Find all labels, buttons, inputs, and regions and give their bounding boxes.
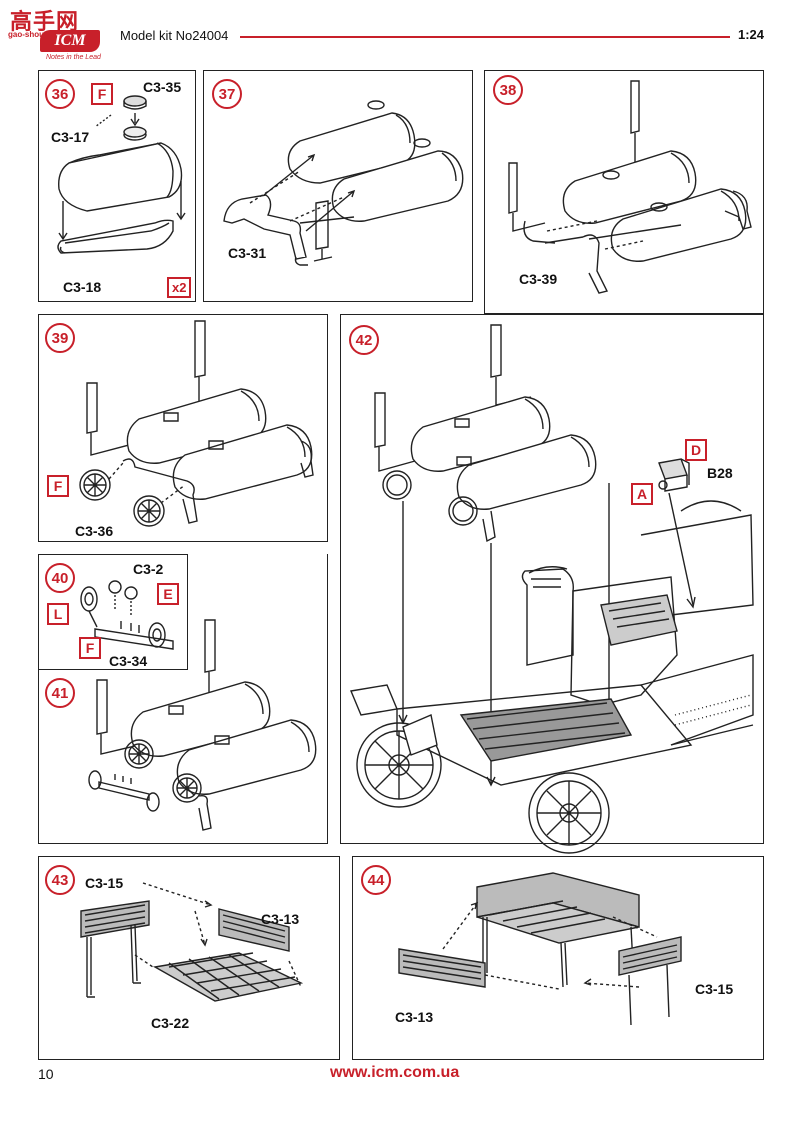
step-42-letter-d: D	[685, 439, 707, 461]
scale-label: 1:24	[738, 27, 765, 42]
step-36-number: 36	[45, 79, 75, 109]
part-c3-17: C3-17	[51, 129, 90, 145]
step-43-number: 43	[45, 865, 75, 895]
step-43-panel: 43 C3-15 C3-13 C3-22	[38, 856, 340, 1060]
part-c3-36: C3-36	[75, 523, 114, 539]
step-42-panel: 42 D B28 A	[340, 314, 764, 844]
watermark-url: gao-shou.com	[8, 30, 63, 39]
step-37-panel: 37 C3-31	[203, 70, 473, 302]
step-40-letter-f: F	[79, 637, 101, 659]
part-c3-34: C3-34	[109, 653, 148, 669]
website-link[interactable]: www.icm.com.ua	[330, 1064, 460, 1081]
brand-name: ICM	[54, 32, 86, 49]
watermark-logo: 高手网 gao-shou.com ICM Notes in the Lead	[6, 4, 102, 64]
header-rule	[240, 36, 730, 38]
tank-with-wheels-diagram	[39, 315, 329, 543]
step-38-panel: 38 C3-39	[484, 70, 764, 314]
luggage-rack-diagram	[39, 857, 341, 1061]
model-kit-label: Model kit No24004	[120, 28, 229, 43]
watermark-title: 高手网	[10, 9, 80, 34]
fuel-pipe-diagram	[39, 555, 189, 671]
page-number: 10	[38, 1066, 54, 1082]
step-39-number: 39	[45, 323, 75, 353]
part-c3-18: C3-18	[63, 279, 102, 295]
rack-walls-diagram	[353, 857, 765, 1061]
step-39-panel: 39 F C3-36	[38, 314, 328, 542]
part-c3-22: C3-22	[151, 1015, 190, 1031]
brand-logo: ICM	[40, 30, 100, 52]
step-39-letter-f: F	[47, 475, 69, 497]
part-c3-39: C3-39	[519, 271, 558, 287]
step-40-letter-e: E	[157, 583, 179, 605]
step-42-number: 42	[349, 325, 379, 355]
step-40-number: 40	[45, 563, 75, 593]
step-41-area: 41	[38, 670, 328, 844]
step-38-number: 38	[493, 75, 523, 105]
step-44-number: 44	[361, 865, 391, 895]
part-c3-15: C3-15	[85, 875, 124, 891]
step-36-letter-f: F	[91, 83, 113, 105]
part-c3-15: C3-15	[695, 981, 734, 997]
step-36-panel: 36 F C3-35 C3-17 C3-18 x2	[38, 70, 196, 302]
fuel-tank-diagram	[39, 71, 197, 303]
part-c3-35: C3-35	[143, 79, 182, 95]
part-c3-31: C3-31	[228, 245, 267, 261]
part-c3-13: C3-13	[395, 1009, 434, 1025]
step-37-number: 37	[212, 79, 242, 109]
brand-tagline: Notes in the Lead	[46, 54, 101, 61]
step-40-panel: 40 C3-2 L E F C3-34	[38, 554, 188, 670]
step-42-letter-a: A	[631, 483, 653, 505]
tank-assembly-41-diagram	[39, 670, 329, 844]
step-36-multiplier: x2	[167, 277, 192, 298]
part-b28: B28	[707, 465, 733, 481]
step-41-number: 41	[45, 678, 75, 708]
part-c3-13: C3-13	[261, 911, 300, 927]
twin-tank-mount-diagram	[204, 71, 474, 303]
step-40-letter-l: L	[47, 603, 69, 625]
tank-bracket-diagram	[485, 71, 765, 315]
car-chassis-assembly-diagram	[341, 315, 765, 845]
step-44-panel: 44 C3-13 C3-15	[352, 856, 764, 1060]
part-c3-2: C3-2	[133, 561, 164, 577]
